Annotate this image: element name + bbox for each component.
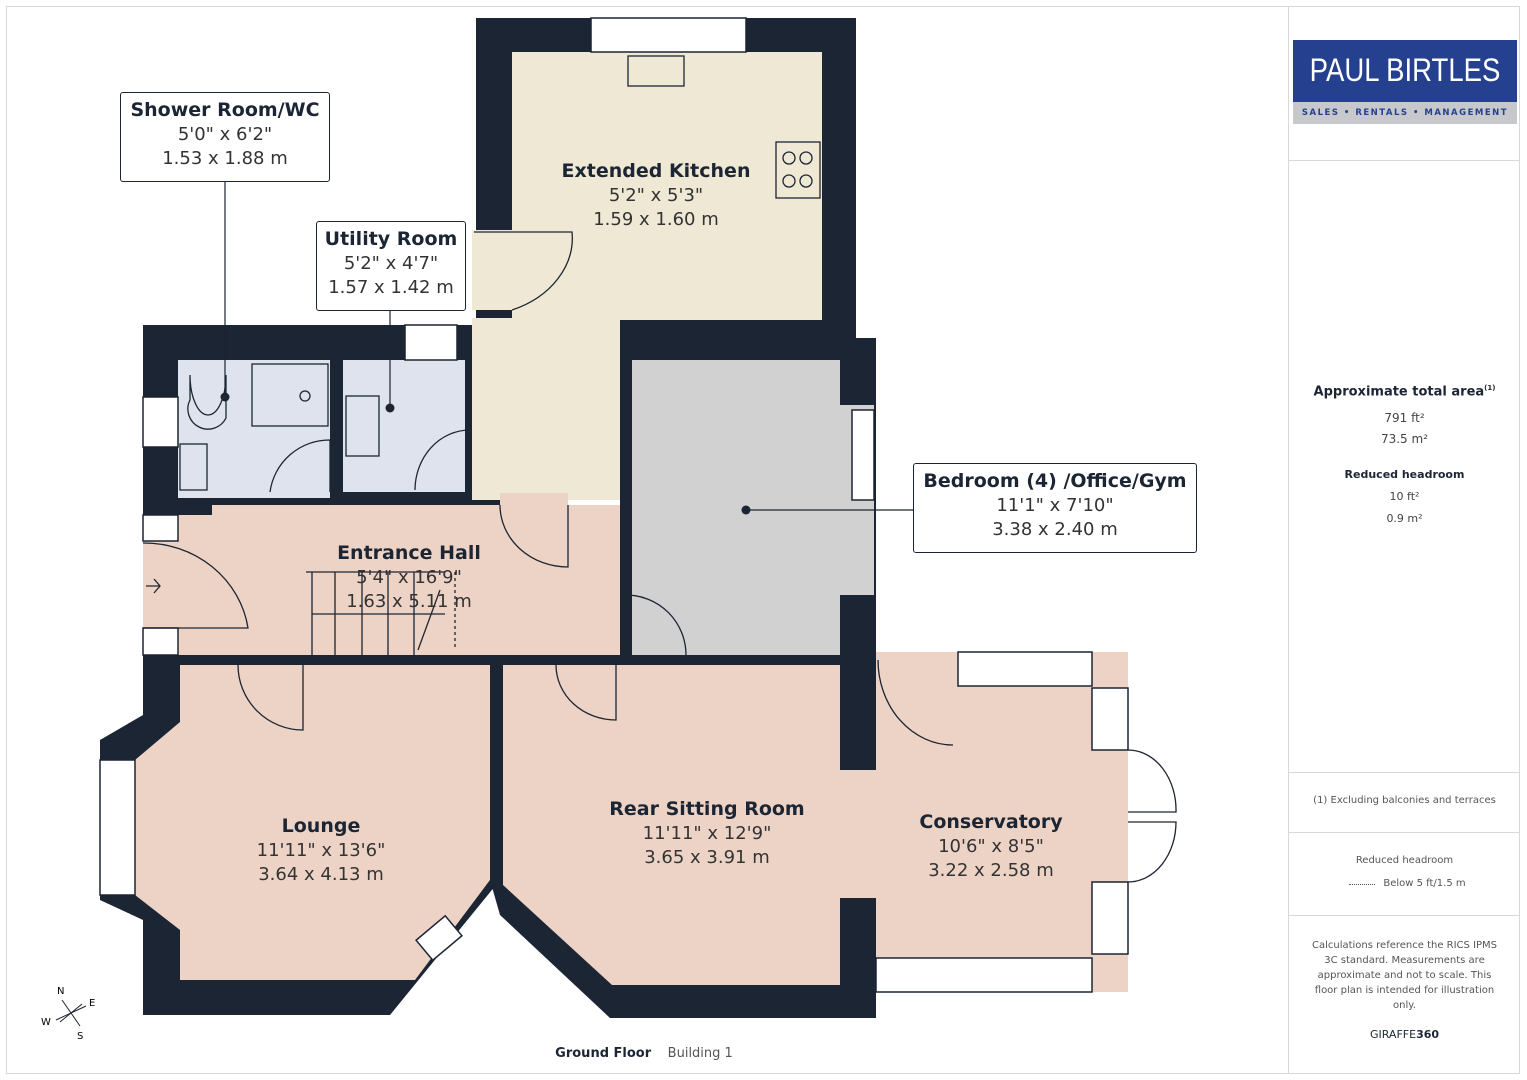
disclaimer: Calculations reference the RICS IPMS 3C …	[1311, 940, 1498, 1011]
utility-room-label: Utility Room 5'2" x 4'7" 1.57 x 1.42 m	[316, 221, 466, 311]
room-name: Shower Room/WC	[130, 99, 320, 121]
shower-room-label: Shower Room/WC 5'0" x 6'2" 1.53 x 1.88 m	[120, 92, 330, 182]
legend-dotted-line	[1349, 884, 1375, 885]
floor-name: Ground Floor	[555, 1046, 652, 1061]
area-title: Approximate total area(1)	[1289, 384, 1520, 399]
brand-tagline: SALES • RENTALS • MANAGEMENT	[1293, 102, 1517, 124]
entrance-hall-label: Entrance Hall 5'4" x 16'9" 1.63 x 5.11 m	[299, 540, 519, 614]
doors	[142, 55, 1177, 883]
area-title-text: Approximate total area	[1313, 384, 1485, 400]
reduced-title: Reduced headroom	[1344, 468, 1465, 481]
kitchen-floor	[512, 52, 822, 320]
footnote: (1) Excluding balconies and terraces	[1313, 795, 1496, 806]
windows	[99, 17, 1129, 993]
area-ft: 791 ft²	[1384, 411, 1425, 425]
reduced-m: 0.9 m²	[1386, 512, 1423, 525]
compass-n: N	[57, 986, 64, 997]
room-metric: 1.63 x 5.11 m	[346, 591, 472, 612]
room-metric: 3.22 x 2.58 m	[928, 860, 1054, 881]
building-name: Building 1	[667, 1046, 733, 1061]
lounge-floor	[135, 665, 490, 980]
legend-item: Below 5 ft/1.5 m	[1383, 878, 1466, 889]
giraffe-a: GIRAFFE	[1369, 1028, 1417, 1041]
conservatory-label: Conservatory 10'6" x 8'5" 3.22 x 2.58 m	[881, 809, 1101, 883]
room-metric: 3.38 x 2.40 m	[992, 519, 1118, 540]
entrance-arrow-icon	[146, 578, 161, 594]
room-name: Utility Room	[324, 228, 458, 250]
kitchen-lower-floor	[472, 230, 512, 310]
compass-e: E	[89, 998, 95, 1009]
compass-icon	[55, 999, 87, 1027]
label-leaders	[224, 180, 914, 511]
rear-sitting-floor	[503, 665, 840, 985]
divider	[1289, 915, 1520, 916]
room-metric: 3.65 x 3.91 m	[644, 847, 770, 868]
utility-room-floor	[343, 360, 465, 492]
room-imperial: 5'2" x 4'7"	[343, 253, 439, 274]
room-name: Rear Sitting Room	[609, 798, 805, 820]
giraffe-logo: GIRAFFE360	[1289, 1028, 1520, 1041]
giraffe-b: 360	[1416, 1028, 1440, 1041]
area-sup: (1)	[1484, 384, 1496, 392]
room-imperial: 5'2" x 5'3"	[608, 185, 704, 206]
floor-caption: Ground Floor Building 1	[0, 1046, 1288, 1061]
room-name: Bedroom (4) /Office/Gym	[923, 470, 1187, 492]
divider	[1289, 832, 1520, 833]
room-metric: 1.59 x 1.60 m	[593, 209, 719, 230]
room-metric: 1.57 x 1.42 m	[328, 277, 454, 298]
room-imperial: 11'1" x 7'10"	[996, 495, 1114, 516]
bedroom-label: Bedroom (4) /Office/Gym 11'1" x 7'10" 3.…	[913, 463, 1197, 553]
room-metric: 3.64 x 4.13 m	[258, 864, 384, 885]
compass-s: S	[77, 1031, 83, 1042]
lounge-label: Lounge 11'11" x 13'6" 3.64 x 4.13 m	[211, 813, 431, 887]
label-dots	[220, 392, 751, 515]
room-name: Extended Kitchen	[561, 160, 751, 182]
room-name: Conservatory	[919, 811, 1063, 833]
room-imperial: 11'11" x 12'9"	[642, 823, 772, 844]
kitchen-passage-floor	[472, 318, 620, 500]
area-m: 73.5 m²	[1380, 432, 1429, 446]
room-imperial: 5'0" x 6'2"	[177, 124, 273, 145]
divider	[1289, 160, 1520, 161]
bedroom-floor	[632, 360, 840, 655]
conservatory-opening	[838, 770, 876, 898]
room-name: Entrance Hall	[337, 542, 481, 564]
kitchen-label: Extended Kitchen 5'2" x 5'3" 1.59 x 1.60…	[536, 158, 776, 232]
brand-name: PAUL BIRTLES	[1309, 52, 1501, 88]
entrance-hall-floor	[143, 493, 620, 655]
room-imperial: 10'6" x 8'5"	[938, 836, 1044, 857]
page-frame	[6, 6, 1520, 1074]
floor-plan: N E S W	[41, 17, 1177, 1042]
shower-room-floor	[178, 360, 330, 498]
room-metric: 1.53 x 1.88 m	[162, 148, 288, 169]
info-panel: PAUL BIRTLES SALES • RENTALS • MANAGEMEN…	[1288, 6, 1520, 1074]
reduced-ft: 10 ft²	[1389, 490, 1420, 503]
room-imperial: 11'11" x 13'6"	[256, 840, 386, 861]
legend-title: Reduced headroom	[1355, 855, 1454, 866]
compass-w: W	[41, 1017, 51, 1028]
conservatory-floor	[876, 652, 1128, 992]
brand-logo: PAUL BIRTLES SALES • RENTALS • MANAGEMEN…	[1293, 40, 1517, 124]
rear-sitting-room-label: Rear Sitting Room 11'11" x 12'9" 3.65 x …	[587, 796, 827, 870]
room-imperial: 5'4" x 16'9"	[356, 567, 462, 588]
room-name: Lounge	[281, 815, 361, 837]
divider	[1289, 772, 1520, 773]
